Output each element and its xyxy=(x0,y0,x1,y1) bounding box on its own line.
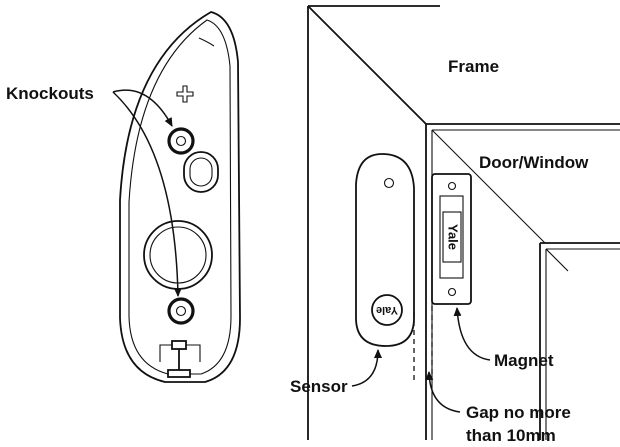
knockout-top xyxy=(167,127,195,155)
gap-pointer xyxy=(425,371,461,413)
sensor-label: Sensor xyxy=(290,377,348,396)
svg-text:Yale: Yale xyxy=(376,304,398,316)
sensor-pointer xyxy=(351,349,382,387)
magnet-unit: Yale xyxy=(431,173,472,305)
frame-label: Frame xyxy=(448,57,499,76)
sensor-unit: Yale xyxy=(355,153,415,347)
knockouts-label: Knockouts xyxy=(6,84,94,103)
gap-indicator xyxy=(413,306,433,380)
door-window-label: Door/Window xyxy=(479,153,589,172)
svg-text:Yale: Yale xyxy=(446,224,461,250)
plus-icon xyxy=(176,85,194,103)
sensor-logo: Yale xyxy=(371,294,403,326)
magnet-label: Magnet xyxy=(494,351,554,370)
knockouts-arrows xyxy=(112,89,182,297)
gap-label-line1: Gap no more xyxy=(466,403,571,422)
knockout-bottom xyxy=(167,297,195,325)
gap-label-line2: than 10mm xyxy=(466,426,556,445)
sensor-base-plate xyxy=(119,11,241,383)
bottom-clip xyxy=(159,340,201,378)
magnet-logo: Yale xyxy=(442,211,462,263)
door-window xyxy=(431,129,620,440)
magnet-pointer xyxy=(453,307,491,361)
mounting-slot xyxy=(183,151,219,193)
